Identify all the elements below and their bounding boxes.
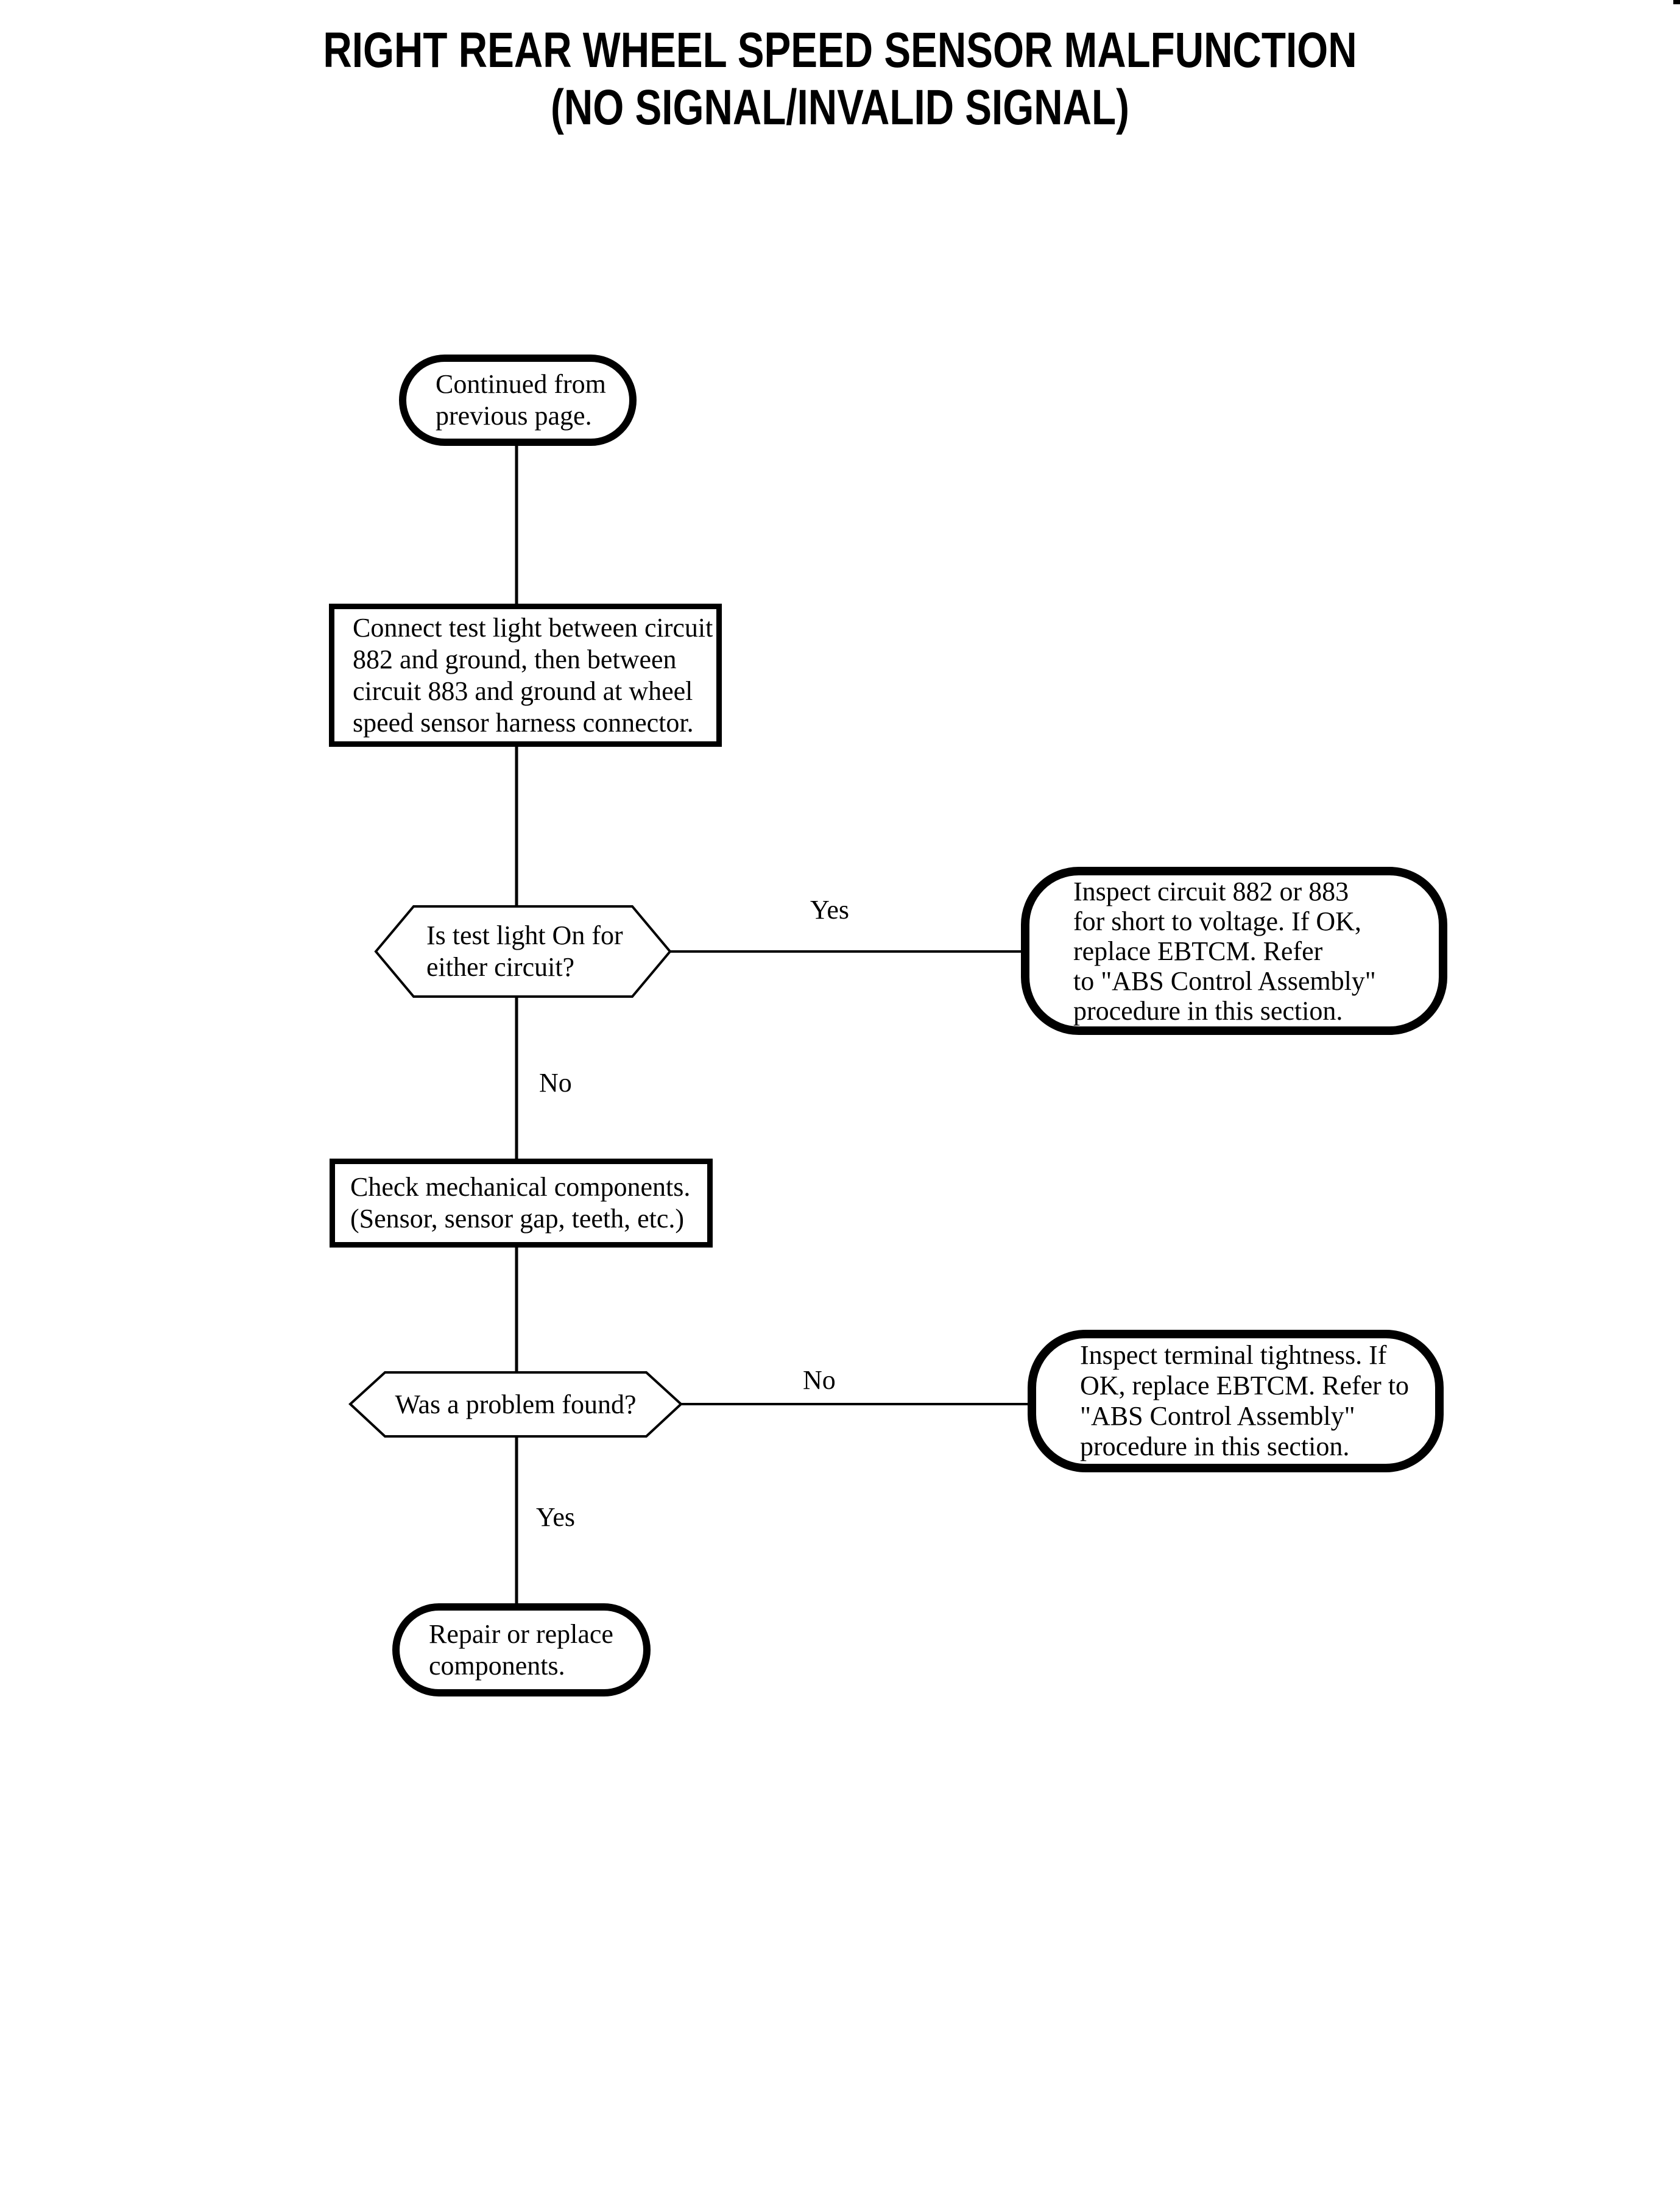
action-inspect-circuit-882-883: Inspect circuit 882 or 883 for short to … bbox=[1021, 867, 1447, 1035]
action-inspect-terminal-line-2: OK, replace EBTCM. Refer to bbox=[1080, 1371, 1410, 1400]
process-connect-text-line-2: 882 and ground, then between bbox=[353, 644, 677, 674]
decision-test-light-text: Is test light On for either circuit? bbox=[426, 906, 658, 997]
process-connect-text-line-1: Connect test light between circuit bbox=[353, 612, 713, 643]
page-title: RIGHT REAR WHEEL SPEED SENSOR MALFUNCTIO… bbox=[0, 22, 1680, 136]
decision-problem-found-hexagon bbox=[348, 1371, 683, 1438]
action-inspect-terminal-tightness: Inspect terminal tightness. If OK, repla… bbox=[1028, 1330, 1444, 1472]
end-terminal-text-line-1: Repair or replace bbox=[429, 1619, 613, 1649]
start-terminal-continued-from-previous-page: Continued from previous page. bbox=[399, 355, 637, 446]
process-connect-text-line-3: circuit 883 and ground at wheel bbox=[353, 676, 693, 706]
end-terminal-text-line-2: components. bbox=[429, 1650, 565, 1681]
end-terminal-repair-or-replace: Repair or replace components. bbox=[392, 1603, 651, 1696]
process-connect-test-light: Connect test light between circuit 882 a… bbox=[329, 604, 722, 747]
action-inspect-circuit-line-2: for short to voltage. If OK, bbox=[1073, 906, 1361, 936]
branch-label-yes-2: Yes bbox=[536, 1502, 576, 1532]
decision-test-light-line-2: either circuit? bbox=[426, 952, 575, 982]
start-terminal-text-line-2: previous page. bbox=[436, 401, 592, 431]
action-inspect-circuit-line-3: replace EBTCM. Refer bbox=[1073, 936, 1323, 966]
action-inspect-circuit-line-4: to "ABS Control Assembly" bbox=[1073, 966, 1376, 996]
process-check-mechanical-line-1: Check mechanical components. bbox=[350, 1172, 691, 1202]
action-inspect-terminal-line-4: procedure in this section. bbox=[1080, 1432, 1350, 1461]
decision-test-light-hexagon bbox=[374, 905, 672, 998]
action-inspect-terminal-line-3: "ABS Control Assembly" bbox=[1080, 1401, 1355, 1431]
process-connect-text-line-4: speed sensor harness connector. bbox=[353, 707, 694, 738]
page-title-line-1: RIGHT REAR WHEEL SPEED SENSOR MALFUNCTIO… bbox=[323, 23, 1357, 78]
branch-label-yes-1: Yes bbox=[810, 895, 850, 925]
page-title-line-2: (NO SIGNAL/INVALID SIGNAL) bbox=[551, 80, 1129, 135]
branch-label-no-2: No bbox=[803, 1365, 836, 1395]
branch-label-no-1: No bbox=[539, 1068, 572, 1098]
process-check-mechanical-components: Check mechanical components. (Sensor, se… bbox=[330, 1159, 713, 1248]
scan-artifact bbox=[1673, 0, 1680, 4]
start-terminal-text-line-1: Continued from bbox=[436, 369, 606, 399]
process-check-mechanical-line-2: (Sensor, sensor gap, teeth, etc.) bbox=[350, 1204, 685, 1234]
decision-problem-found-text: Was a problem found? bbox=[350, 1372, 681, 1436]
action-inspect-circuit-line-5: procedure in this section. bbox=[1073, 995, 1343, 1026]
decision-test-light-line-1: Is test light On for bbox=[426, 920, 623, 950]
decision-problem-found-line-1: Was a problem found? bbox=[395, 1389, 637, 1419]
action-inspect-terminal-line-1: Inspect terminal tightness. If bbox=[1080, 1340, 1387, 1370]
action-inspect-circuit-line-1: Inspect circuit 882 or 883 bbox=[1073, 876, 1349, 906]
